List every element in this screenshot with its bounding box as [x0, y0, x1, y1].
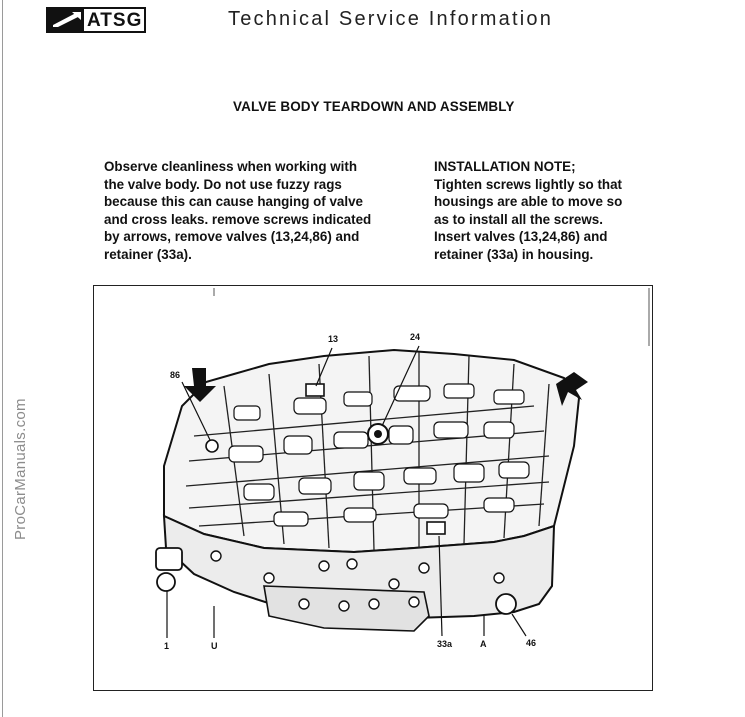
cleanliness-instructions: Observe cleanliness when working with th…: [104, 159, 372, 262]
logo-text: ATSG: [87, 9, 143, 31]
callout-86: 86: [170, 370, 181, 380]
atsg-logo: ATSG: [46, 7, 146, 33]
section-title: VALVE BODY TEARDOWN AND ASSEMBLY: [233, 99, 515, 114]
callout-13: 13: [328, 334, 339, 344]
callout-a: A: [480, 639, 487, 649]
header-title: Technical Service Information: [228, 8, 554, 30]
page-left-rule: [2, 0, 3, 717]
callout-24: 24: [410, 332, 421, 342]
watermark-text: ProCarManuals.com: [12, 398, 29, 540]
callout-u: U: [211, 641, 218, 651]
valve-body-drawing: [155, 288, 650, 638]
atsg-logo-mark-icon: [48, 9, 84, 31]
callout-1: 1: [164, 641, 170, 651]
callout-33a: 33a: [437, 639, 453, 649]
callout-46: 46: [526, 638, 537, 648]
installation-note: INSTALLATION NOTE; Tighten screws lightl…: [434, 159, 623, 262]
valve-body-figure: 13 24 86 1 U 33a A 46: [93, 285, 653, 691]
